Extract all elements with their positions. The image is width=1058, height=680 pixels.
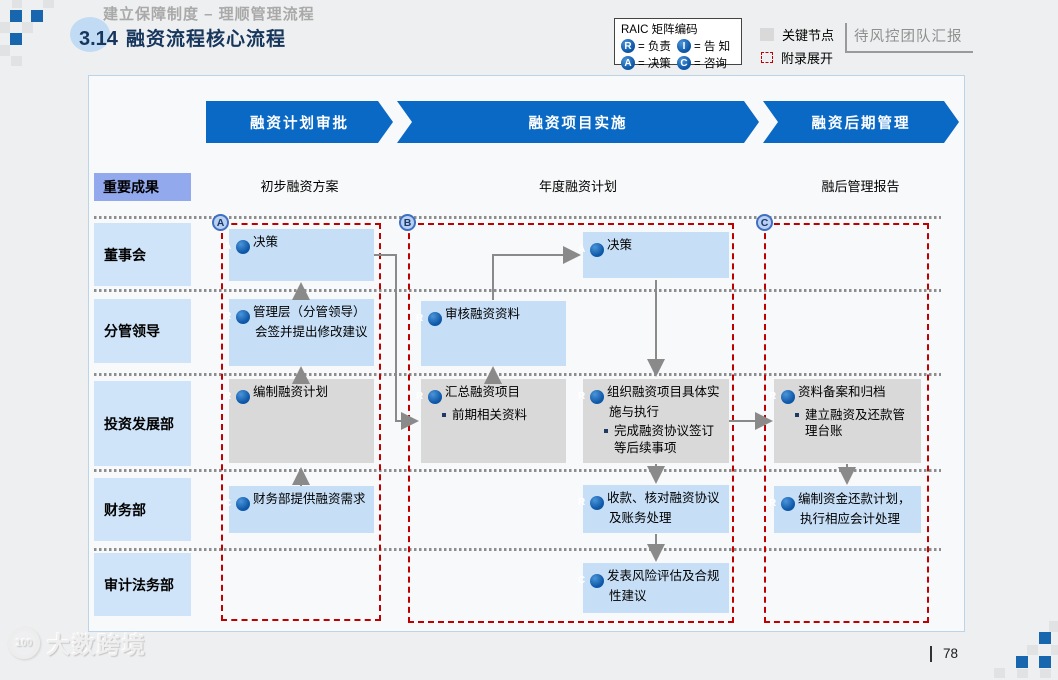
section-number: 3.14 (79, 28, 118, 50)
raic-badge-r: R (578, 389, 604, 404)
raic-badge-a: A (578, 242, 604, 257)
title-highlight-circle (70, 17, 110, 52)
outcome-annual-plan: 年度融资计划 (538, 179, 617, 194)
raic-legend-item-a: A = 决策 (621, 55, 677, 71)
task-label: 编制融资计划 (253, 385, 329, 399)
lane-divider (94, 548, 941, 551)
section-marker-c: C (756, 214, 773, 231)
raic-i-label: = 告 知 (694, 41, 731, 53)
task-bullet: 建立融资及还款管 理台账 (795, 407, 915, 440)
raic-a-icon: A (621, 56, 635, 70)
raic-i-icon: I (677, 39, 691, 53)
raic-r-label: = 负责 (638, 41, 671, 53)
raic-a-label: = 决策 (638, 58, 671, 70)
raic-c-icon: C (677, 56, 691, 70)
raic-badge-c: C (578, 573, 604, 588)
legend-key-node: 关键节点 (760, 25, 834, 44)
bullet-label: 完成融资协议签订等后续事项 (614, 424, 715, 455)
lane-divider (94, 216, 941, 219)
phase-tab-project-implementation: 融资项目实施 (397, 101, 759, 143)
task-label: 审核融资资料 (445, 307, 521, 321)
page-title: 3.14 融资流程核心流程 (79, 24, 286, 51)
raic-legend-item-c: C = 咨询 (677, 55, 735, 71)
raic-legend-item-r: R = 负责 (621, 38, 677, 54)
bullet-icon (442, 412, 446, 417)
lane-label-audit-legal-dept: 审计法务部 (94, 553, 191, 616)
raic-badge-c: C (224, 496, 250, 511)
key-node-square-icon (760, 28, 774, 41)
task-label: 资料备案和归档 (798, 385, 886, 399)
lane-label-board: 董事会 (94, 223, 191, 286)
task-label: 决策 (253, 235, 279, 249)
task-label: 编制资金还款计划，执行相应会计处理 (798, 492, 911, 526)
raic-r-icon: R (621, 39, 635, 53)
watermark-logo-text: 大数跨境 (47, 632, 147, 658)
lane-label-leader: 分管领导 (94, 299, 191, 363)
bullet-icon (795, 412, 799, 417)
raic-badge-r: R (578, 495, 604, 510)
task-label: 发表风险评估及合规性建议 (607, 569, 720, 603)
section-marker-b: B (399, 214, 416, 231)
page-number: 78 (930, 646, 958, 662)
phase-tab-plan-approval: 融资计划审批 (206, 101, 393, 143)
raic-badge-r: R (416, 311, 442, 326)
outcome-initial-plan: 初步融资方案 (260, 179, 339, 194)
task-bullet: 完成融资协议签订等后续事项 (604, 423, 723, 456)
task-label: 组织融资项目具体实施与执行 (607, 385, 720, 419)
task-label: 汇总融资项目 (445, 385, 521, 399)
watermark-logo: 100 大数跨境 (8, 626, 147, 660)
appendix-label: 附录展开 (781, 51, 834, 66)
task-label: 财务部提供融资需求 (253, 492, 366, 506)
outcome-post-report: 融后管理报告 (821, 179, 900, 194)
risk-report-note: 待风控团队汇报 (845, 23, 973, 53)
task-label: 决策 (607, 238, 633, 252)
task-label: 管理层（分管领导）会签并提出修改建议 (253, 305, 368, 339)
legend-appendix: 附录展开 (761, 48, 833, 67)
bullet-label: 建立融资及还款管 理台账 (805, 407, 906, 439)
slide-subtitle: 建立保障制度 – 理顺管理流程 (103, 6, 315, 23)
raic-badge-r: R (769, 389, 795, 404)
lane-divider (94, 373, 941, 376)
raic-c-label: = 咨询 (694, 58, 727, 70)
page-title-text: 融资流程核心流程 (125, 29, 286, 50)
raic-legend-item-i: I = 告 知 (677, 38, 735, 54)
raic-legend-title: RAIC 矩阵编码 (621, 24, 698, 36)
outcomes-header: 重要成果 (94, 173, 191, 201)
raic-badge-r: R (416, 389, 442, 404)
phase-tab-post-management: 融资后期管理 (763, 101, 959, 143)
raic-badge-a: A (224, 239, 250, 254)
task-label: 收款、核对融资协议及账务处理 (607, 491, 720, 525)
section-marker-a: A (212, 214, 229, 231)
bullet-label: 前期相关资料 (452, 407, 528, 422)
lane-label-investment-dept: 投资发展部 (94, 381, 191, 466)
phase-banner: 融资计划审批 融资项目实施 融资后期管理 (206, 101, 959, 143)
bullet-icon (604, 429, 608, 434)
lane-label-finance-dept: 财务部 (94, 478, 191, 541)
watermark-logo-icon: 100 (8, 627, 40, 659)
raic-badge-r: R (224, 389, 250, 404)
key-node-label: 关键节点 (782, 28, 835, 43)
appendix-frame-a (221, 223, 381, 621)
raic-badge-r: R (769, 496, 795, 511)
appendix-dashed-square-icon (761, 52, 773, 63)
task-bullet: 前期相关资料 (442, 407, 560, 424)
raic-legend: RAIC 矩阵编码 R = 负责 I = 告 知 A = 决策 C = 咨询 (614, 18, 742, 70)
raic-badge-r: R (224, 309, 250, 324)
lane-divider (94, 469, 941, 472)
process-diagram-panel: 融资计划审批 融资项目实施 融资后期管理 重要成果 初步融资方案 年度融资计划 … (88, 75, 965, 632)
